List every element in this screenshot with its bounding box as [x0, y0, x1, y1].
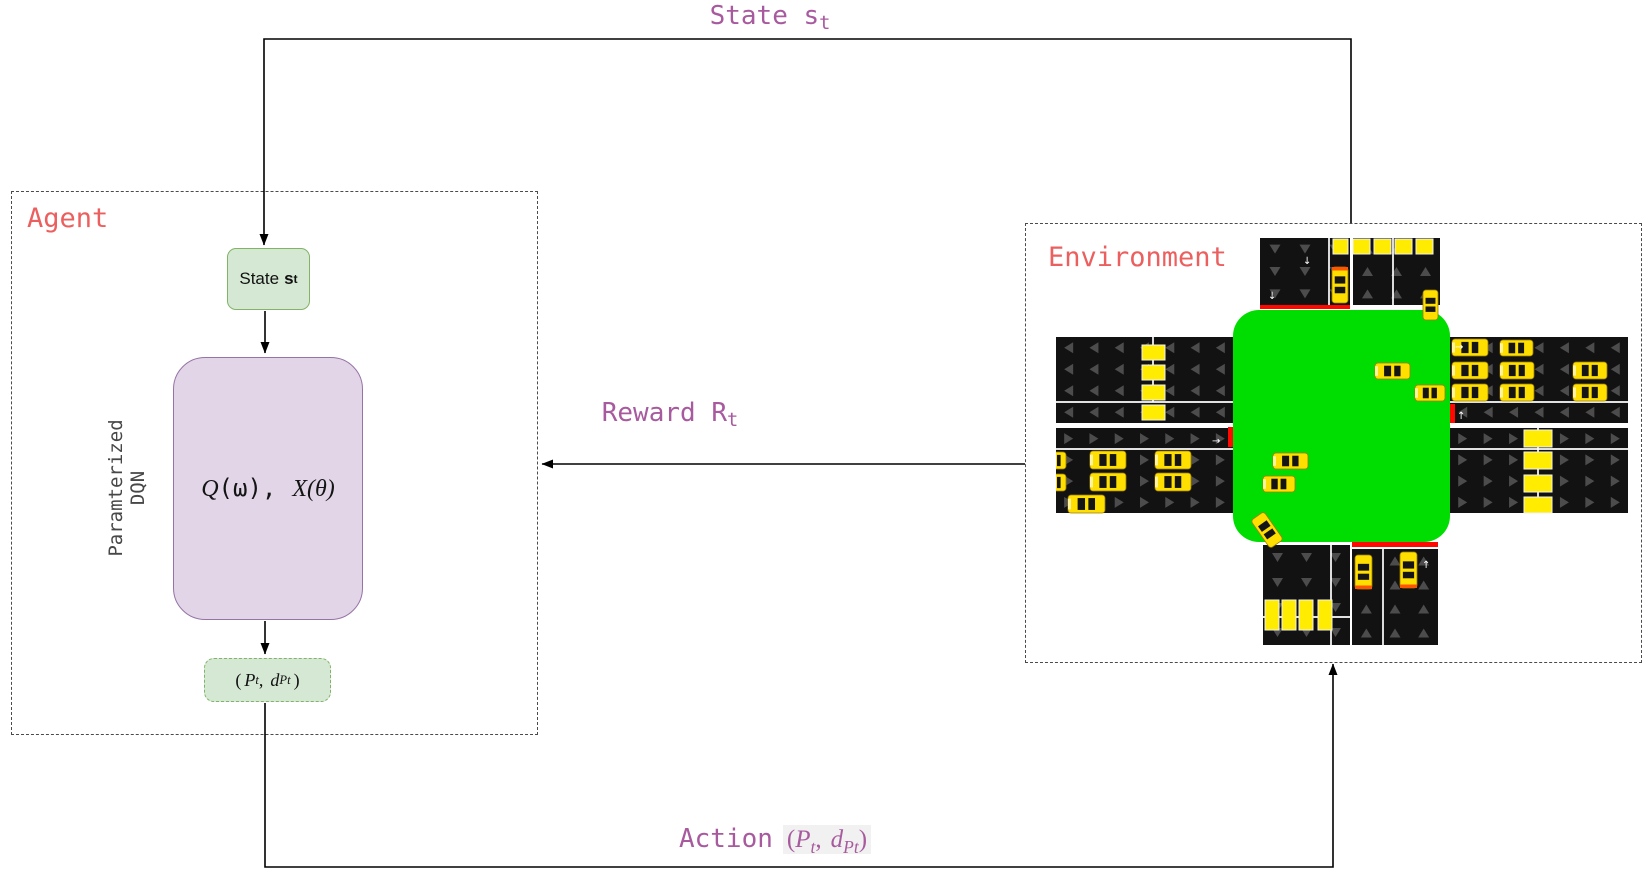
- vehicle: [1499, 361, 1535, 380]
- stop-line: [1260, 305, 1350, 309]
- vehicle: [1272, 452, 1309, 470]
- action-d-sub: Pt: [843, 837, 859, 857]
- queued-vehicle: [1141, 404, 1166, 421]
- action-label-text: Action: [678, 824, 773, 854]
- road-glyph: ↓: [1303, 256, 1311, 267]
- vehicle: [1572, 361, 1608, 380]
- reward-label-sub: t: [726, 410, 739, 432]
- action-comma: ,: [815, 826, 822, 853]
- queued-vehicle: [1141, 384, 1166, 401]
- dqn-formula: Q(ω), X(θ): [201, 474, 335, 503]
- agent-state-box-symbol: s: [284, 269, 294, 288]
- road-glyph: →: [1455, 342, 1463, 353]
- vehicle: [1422, 289, 1439, 321]
- dqn-box: Q(ω), X(θ): [173, 357, 363, 620]
- stop-line: [1450, 404, 1455, 423]
- queued-vehicle: [1523, 474, 1553, 493]
- action-label: Action(Pt,dPt): [600, 824, 950, 858]
- output-d-sub: Pt: [279, 672, 291, 687]
- dqn-formula-q: Q: [201, 476, 219, 502]
- reward-label: Reward Rt: [555, 398, 785, 431]
- road-glyphs: ↓ → → ↑ ↑ ↓: [1212, 256, 1465, 571]
- output-open-paren: (: [235, 669, 242, 690]
- traffic-intersection-image: ↓ → → ↑ ↑ ↓: [1056, 238, 1628, 645]
- action-label-math: (Pt,dPt): [782, 825, 872, 857]
- dqn-formula-x: X(θ): [292, 476, 335, 502]
- queued-vehicles: [1141, 238, 1553, 631]
- vehicle: [1056, 451, 1067, 470]
- agent-state-box-subscript: t: [293, 272, 298, 286]
- queued-vehicle: [1415, 238, 1434, 255]
- vehicle: [1089, 472, 1127, 492]
- queued-vehicle: [1281, 599, 1297, 631]
- action-open-paren: (: [786, 826, 796, 853]
- road-glyph: ↓: [1268, 291, 1276, 302]
- junction-area: [1233, 310, 1450, 542]
- queued-vehicle: [1523, 496, 1553, 514]
- vehicle: [1354, 554, 1373, 590]
- queued-vehicle: [1141, 344, 1166, 361]
- action-d: d: [830, 826, 844, 853]
- queued-vehicle: [1317, 599, 1333, 631]
- queued-vehicle: [1332, 238, 1349, 255]
- dqn-formula-q-arg: (ω): [218, 474, 262, 502]
- stop-line: [1228, 427, 1233, 447]
- vehicle: [1251, 512, 1283, 548]
- road-glyph: ↑: [1457, 411, 1465, 422]
- vehicle: [1499, 383, 1535, 402]
- output-comma: ,: [258, 669, 264, 690]
- vehicle: [1414, 384, 1446, 402]
- queued-vehicle: [1523, 451, 1553, 470]
- dqn-side-label-line1: Paramterized: [105, 419, 127, 557]
- road-glyph: →: [1212, 436, 1220, 447]
- vehicle: [1262, 475, 1296, 493]
- vehicle: [1067, 494, 1106, 514]
- action-p: P: [795, 826, 811, 853]
- vehicle: [1451, 361, 1489, 380]
- vehicle: [1374, 362, 1411, 380]
- agent-state-box-word: State: [239, 269, 280, 288]
- vehicle: [1451, 383, 1489, 402]
- queued-vehicle: [1373, 238, 1392, 255]
- vehicle: [1056, 473, 1067, 492]
- action-close-paren: ): [858, 826, 868, 853]
- road-glyph: ↑: [1422, 560, 1430, 571]
- vehicle: [1451, 338, 1489, 357]
- vehicles: [1056, 266, 1608, 590]
- vehicle: [1331, 266, 1349, 304]
- stop-lines: [1228, 305, 1455, 547]
- agent-title: Agent: [27, 203, 109, 234]
- state-loop-label: State st: [620, 1, 920, 34]
- state-loop-label-sub: t: [819, 13, 831, 35]
- vehicle: [1572, 383, 1608, 402]
- queued-vehicle: [1523, 429, 1553, 448]
- output-close-paren: ): [293, 669, 300, 690]
- vehicle: [1499, 339, 1534, 357]
- vehicle: [1089, 450, 1127, 470]
- vehicle: [1154, 472, 1192, 492]
- vehicle: [1399, 551, 1418, 589]
- environment-title: Environment: [1048, 242, 1227, 273]
- dqn-formula-comma: ,: [261, 474, 277, 502]
- output-p-sub: t: [255, 672, 259, 687]
- output-p: P: [244, 669, 256, 690]
- queued-vehicle: [1352, 238, 1371, 255]
- queued-vehicle: [1264, 599, 1280, 631]
- vehicle: [1154, 450, 1192, 470]
- dqn-side-label: Paramterized DQN: [105, 370, 154, 606]
- dqn-side-label-line2: DQN: [126, 470, 149, 506]
- queued-vehicle: [1394, 238, 1413, 255]
- state-loop-label-text: State s: [709, 1, 820, 31]
- queued-vehicle: [1298, 599, 1314, 631]
- stop-line: [1352, 542, 1438, 547]
- reward-label-text: Reward R: [601, 398, 727, 428]
- queued-vehicle: [1141, 364, 1166, 381]
